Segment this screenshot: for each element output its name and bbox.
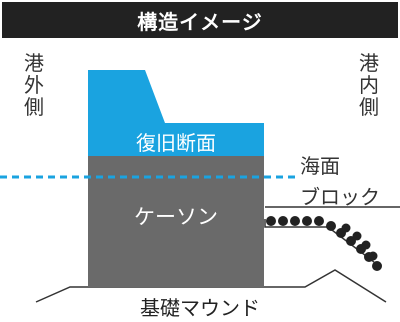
seaward-char-3: 側 <box>24 95 44 119</box>
foundation-mound <box>35 269 387 303</box>
seaward-char-2: 外 <box>24 73 44 97</box>
diagram-title: 構造イメージ <box>2 2 398 38</box>
caisson-label: ケーソン <box>134 205 218 229</box>
foundation-mound-label: 基礎マウンド <box>140 296 260 320</box>
armor-blocks <box>266 216 382 271</box>
harborside-char-2: 内 <box>359 73 379 97</box>
harborside-char-1: 港 <box>359 51 379 75</box>
block-label: ブロック <box>300 185 380 209</box>
seaward-side-label: 港 外 側 <box>22 52 46 118</box>
restoration-section <box>88 70 264 156</box>
harborside-char-3: 側 <box>359 95 379 119</box>
harbor-side-label: 港 内 側 <box>357 52 381 118</box>
sea-level-label: 海面 <box>300 154 340 178</box>
restoration-section-label: 復旧断面 <box>136 130 216 155</box>
seaward-char-1: 港 <box>24 51 44 75</box>
